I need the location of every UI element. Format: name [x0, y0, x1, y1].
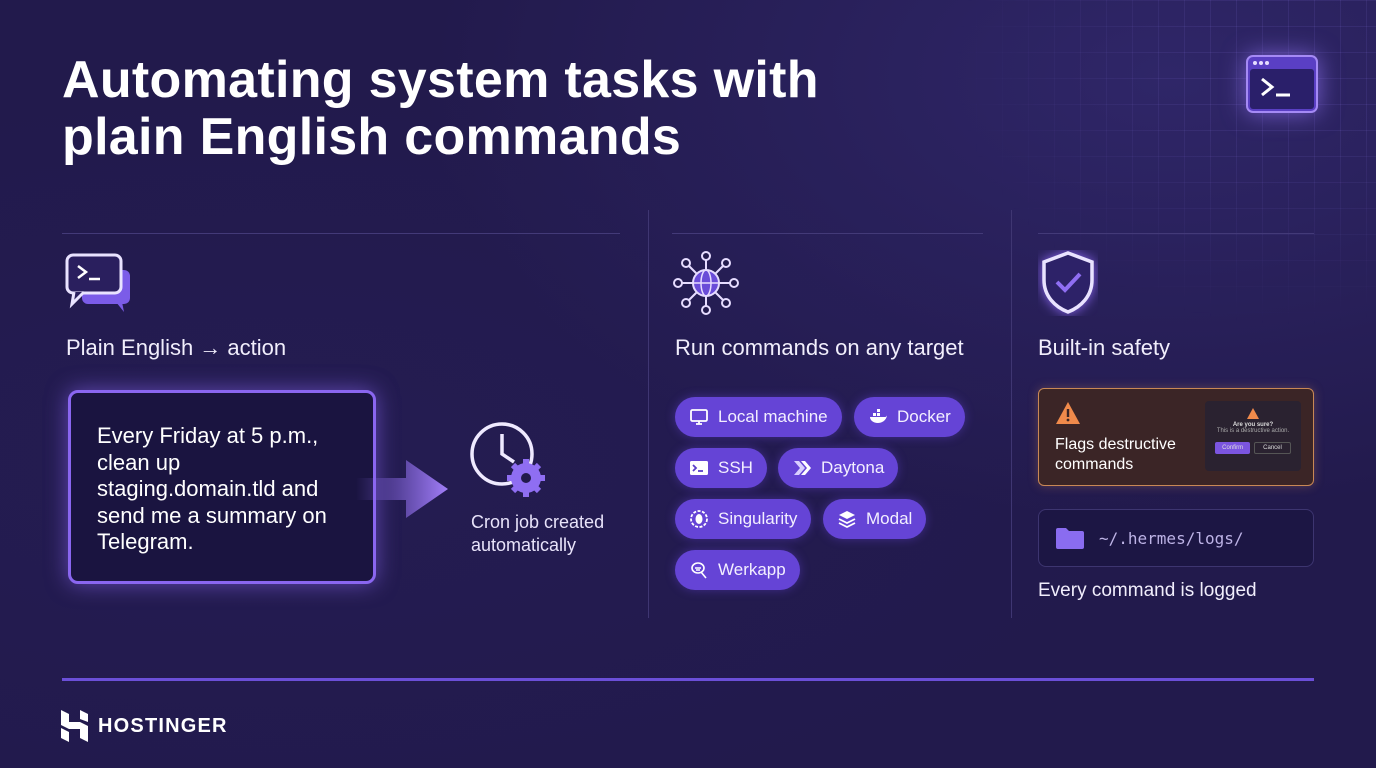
terminal-icon: [690, 461, 708, 475]
folder-icon: [1056, 528, 1084, 549]
dialog-text: This is a destructive action.: [1216, 428, 1290, 434]
column-divider: [648, 210, 649, 618]
background-grid: [950, 0, 1376, 330]
dialog-title: Are you sure?: [1232, 422, 1274, 428]
pill-label: Docker: [897, 407, 951, 426]
pill-ssh[interactable]: SSH: [675, 448, 767, 488]
pill-singularity[interactable]: Singularity: [675, 499, 812, 539]
pill-daytona[interactable]: Daytona: [778, 448, 899, 488]
singularity-icon: [690, 510, 708, 528]
confirm-dialog: Are you sure? This is a destructive acti…: [1205, 401, 1301, 471]
log-path-box: ~/.hermes/logs/: [1038, 509, 1314, 567]
werkapp-icon: [691, 562, 707, 579]
terminal-window-icon: [1246, 55, 1318, 113]
daytona-chevron-icon: [794, 461, 811, 475]
confirm-button[interactable]: Confirm: [1215, 442, 1251, 454]
footer-divider: [62, 678, 1314, 681]
cancel-button[interactable]: Cancel: [1254, 442, 1291, 454]
column-divider: [1011, 210, 1012, 618]
monitor-icon: [690, 409, 708, 425]
layers-icon: [838, 511, 856, 529]
safety-label: Built-in safety: [1038, 335, 1171, 360]
warning-icon: [1056, 402, 1080, 424]
warning-icon: [1247, 408, 1259, 419]
pill-label: Local machine: [718, 407, 828, 426]
docker-whale-icon: [870, 409, 887, 423]
pill-docker[interactable]: Docker: [854, 397, 965, 437]
divider: [672, 233, 983, 234]
divider: [62, 233, 620, 234]
plain-english-label: Plain English → action: [66, 335, 287, 360]
hostinger-logo: HOSTINGER: [61, 710, 228, 742]
pill-local-machine[interactable]: Local machine: [675, 397, 842, 437]
command-example-box: Every Friday at 5 p.m., clean up staging…: [68, 390, 376, 584]
pill-label: Singularity: [718, 509, 798, 528]
pill-werkapp[interactable]: Werkapp: [675, 550, 800, 590]
brand-name: HOSTINGER: [98, 714, 228, 737]
divider: [1038, 233, 1314, 234]
shield-check-icon: [1038, 250, 1098, 321]
hostinger-logo-icon: [61, 710, 88, 742]
log-caption: Every command is logged: [1038, 580, 1257, 601]
pill-label: SSH: [718, 458, 753, 477]
pill-modal[interactable]: Modal: [823, 499, 927, 539]
pill-label: Modal: [866, 509, 913, 528]
targets-label: Run commands on any target: [675, 335, 964, 360]
clock-gear-icon: [468, 420, 548, 503]
log-path: ~/.hermes/logs/: [1099, 528, 1244, 548]
pill-label: Werkapp: [718, 560, 786, 579]
arrow-icon: [356, 456, 450, 527]
network-globe-icon: [672, 250, 740, 321]
pill-label: Daytona: [821, 458, 885, 477]
chat-terminal-icon: [64, 252, 136, 323]
